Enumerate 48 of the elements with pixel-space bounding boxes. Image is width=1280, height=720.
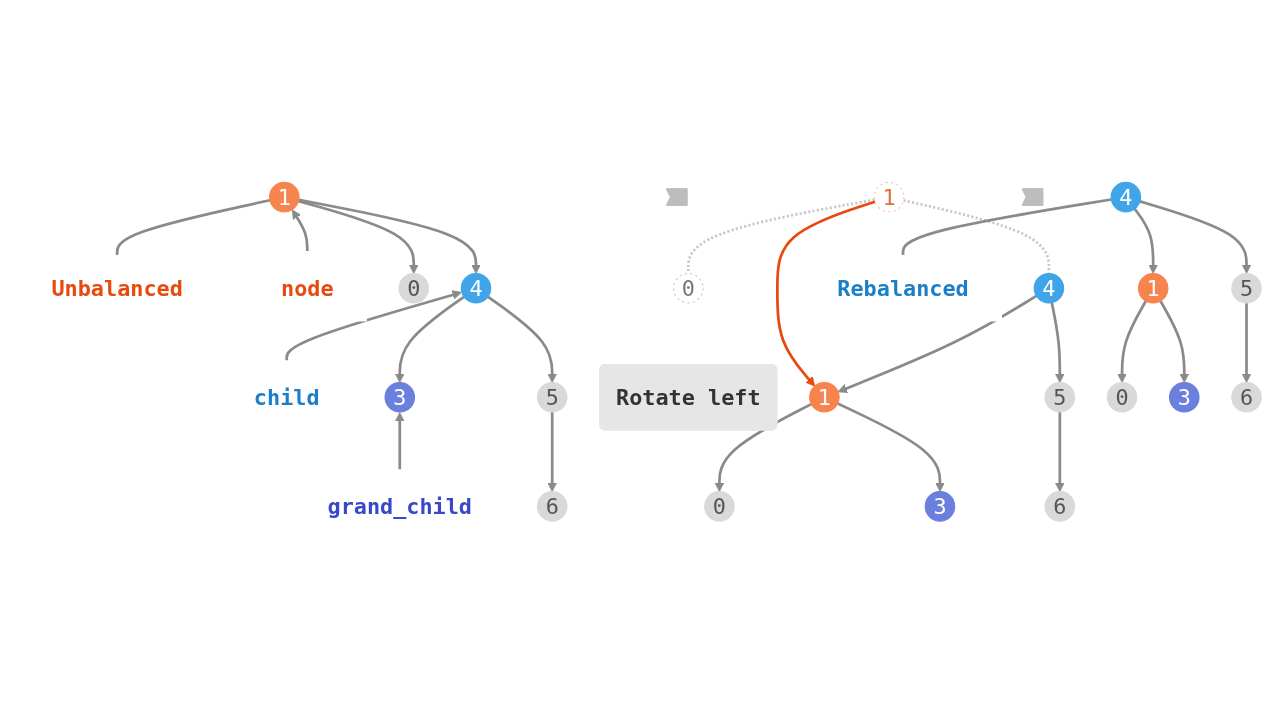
node-circle: 0	[704, 491, 735, 522]
connector	[115, 199, 271, 256]
arrow	[298, 198, 481, 274]
arrow	[487, 295, 557, 384]
node-circle: 1	[809, 382, 840, 413]
node-circle: 4	[1033, 273, 1065, 304]
arrow	[291, 209, 309, 252]
node-circle: 1	[873, 181, 905, 213]
arrow	[837, 294, 1038, 394]
connector	[901, 198, 1112, 256]
node-circle: 0	[673, 273, 704, 304]
arrow	[1133, 208, 1158, 274]
arrow	[1139, 200, 1252, 274]
arrow	[1050, 302, 1065, 384]
node-text: child	[253, 384, 320, 411]
node-circle: 3	[924, 491, 956, 522]
arrow	[837, 402, 945, 493]
node-text: Unbalanced	[51, 275, 183, 302]
node-circle: 1	[1137, 273, 1169, 304]
arrow	[394, 295, 465, 384]
arrow	[394, 412, 405, 470]
node-circle: 1	[269, 181, 300, 213]
node-circle: 5	[1044, 382, 1076, 413]
node-circle: 0	[398, 273, 430, 304]
node-circle: 6	[1044, 491, 1076, 522]
arrow	[1159, 300, 1190, 384]
node-circle: 6	[1231, 382, 1262, 413]
node-circle: 3	[384, 382, 416, 413]
node-circle: 5	[1231, 273, 1262, 304]
arrow	[1055, 412, 1065, 493]
node-circle: 4	[460, 273, 492, 304]
arrow	[1117, 300, 1148, 384]
arrow	[714, 402, 812, 493]
node-circle: 5	[536, 382, 568, 413]
arrow	[298, 199, 419, 274]
connector	[686, 198, 875, 274]
arrow	[285, 290, 462, 361]
node-text: Rebalanced	[837, 275, 969, 302]
arrow	[1241, 303, 1252, 384]
node-circle: 6	[536, 491, 568, 522]
arrow	[547, 412, 557, 493]
node-text: node	[281, 275, 334, 302]
arrow	[776, 200, 876, 387]
connector	[903, 199, 1051, 274]
node-circle: 3	[1169, 382, 1200, 413]
node-text: grand_child	[327, 493, 472, 520]
node-circle: 4	[1110, 181, 1142, 213]
node-circle: 0	[1106, 382, 1138, 413]
